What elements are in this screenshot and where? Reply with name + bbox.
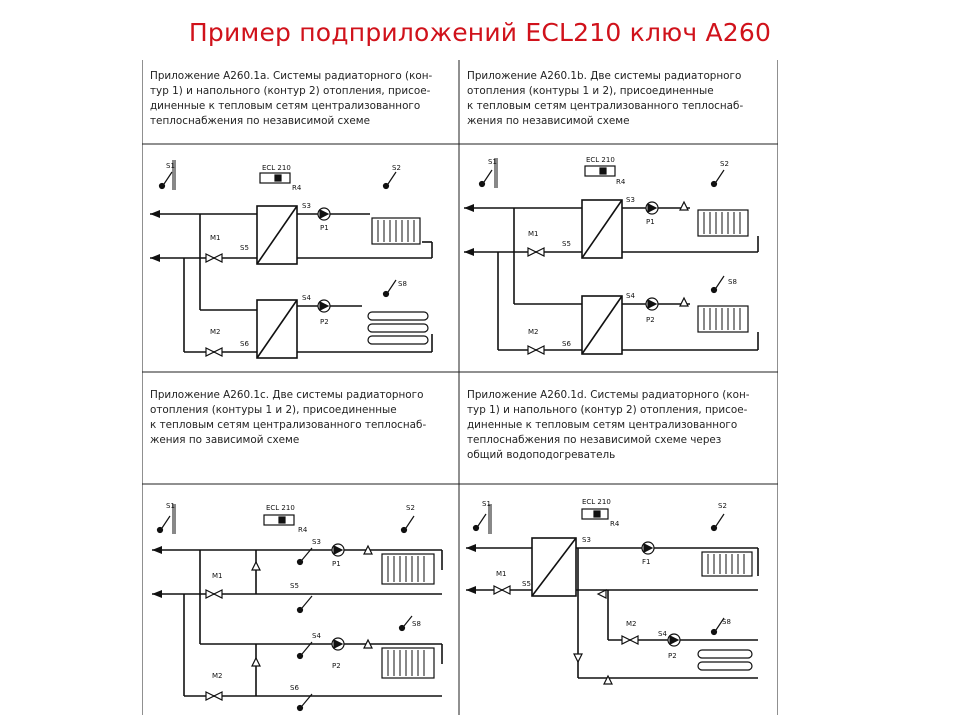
page-title: Пример подприложений ECL210 ключ А260 [188, 18, 772, 47]
label-s2: S2 [406, 504, 415, 512]
caption-line: тур 1) и напольного (контур 2) отопления… [150, 85, 431, 97]
caption-line: к тепловым сетям централизованного тепло… [467, 100, 744, 112]
caption-line: Приложение A260.1b. Две системы радиатор… [467, 70, 742, 82]
label-s3: S3 [582, 536, 591, 544]
scheme-a-equipment [158, 160, 429, 357]
label-r4: R4 [298, 526, 308, 534]
caption-b: Приложение A260.1b. Две системы радиатор… [467, 69, 743, 129]
label-m1: M1 [528, 230, 539, 238]
label-r4: R4 [292, 184, 302, 192]
label-s5: S5 [240, 244, 249, 252]
label-s2: S2 [718, 502, 727, 510]
label-ecl: ECL 210 [262, 164, 291, 172]
scheme-d-labels: S1 ECL 210 R4 S2 S3 F1 M1 S5 S8 M2 S4 P2 [482, 498, 731, 660]
label-r4: R4 [616, 178, 626, 186]
label-s1: S1 [482, 500, 491, 508]
label-f1: F1 [642, 558, 650, 566]
label-m1: M1 [210, 234, 221, 242]
label-s5: S5 [562, 240, 571, 248]
caption-line: теплоснабжения по независимой схеме [150, 115, 370, 127]
label-s4: S4 [658, 630, 667, 638]
grid-lines [142, 60, 778, 715]
label-ecl: ECL 210 [582, 498, 611, 506]
label-p1: P1 [646, 218, 655, 226]
label-s3: S3 [312, 538, 321, 546]
label-s6: S6 [240, 340, 249, 348]
label-s6: S6 [562, 340, 571, 348]
label-s4: S4 [626, 292, 635, 300]
label-s3: S3 [302, 202, 311, 210]
scheme-sheet: S1 ECL 210 R4 S2 S3 P1 M1 S5 S8 S4 P2 M2… [142, 60, 778, 715]
caption-line: жения по зависимой схеме [150, 434, 300, 446]
label-p2: P2 [332, 662, 341, 670]
diagram-canvas: S1 ECL 210 R4 S2 S3 P1 M1 S5 S8 S4 P2 M2… [142, 60, 778, 715]
scheme-a [150, 205, 433, 359]
caption-c: Приложение A260.1c. Две системы радиатор… [150, 388, 426, 448]
label-r4: R4 [610, 520, 620, 528]
label-s8: S8 [722, 618, 731, 626]
label-ecl: ECL 210 [586, 156, 615, 164]
caption-line: диненные к тепловым сетям централизованн… [467, 419, 738, 431]
label-s4: S4 [302, 294, 311, 302]
scheme-b-equipment [478, 158, 749, 355]
label-s5: S5 [290, 582, 299, 590]
label-m2: M2 [210, 328, 221, 336]
caption-line: отопления (контуры 1 и 2), присоединенны… [150, 404, 397, 416]
label-p1: P1 [332, 560, 341, 568]
scheme-d-equipment [472, 504, 753, 685]
caption-line: отопления (контуры 1 и 2), присоединенны… [467, 85, 714, 97]
label-m1: M1 [496, 570, 507, 578]
label-s6: S6 [290, 684, 299, 692]
label-m2: M2 [212, 672, 223, 680]
label-s8: S8 [412, 620, 421, 628]
label-p2: P2 [646, 316, 655, 324]
scheme-d [466, 537, 759, 679]
scheme-c-equipment [156, 504, 435, 712]
scheme-b-labels: S1 ECL 210 R4 S2 S3 P1 M1 S5 S8 S4 P2 M2… [488, 156, 737, 348]
label-ecl: ECL 210 [266, 504, 295, 512]
caption-d: Приложение A260.1d. Системы радиаторного… [467, 388, 750, 463]
label-p2: P2 [320, 318, 329, 326]
caption-line: теплоснабжения по независимой схеме чере… [467, 434, 722, 446]
label-s1: S1 [166, 162, 175, 170]
label-s3: S3 [626, 196, 635, 204]
caption-a: Приложение A260.1a. Системы радиаторного… [150, 69, 432, 129]
scheme-c [152, 546, 443, 697]
caption-line: Приложение A260.1a. Системы радиаторного… [150, 70, 433, 82]
caption-line: к тепловым сетям централизованного тепло… [150, 419, 427, 431]
caption-line: диненные к тепловым сетям централизованн… [150, 100, 421, 112]
scheme-a-labels: S1 ECL 210 R4 S2 S3 P1 M1 S5 S8 S4 P2 M2… [166, 162, 407, 348]
scheme-b [464, 199, 759, 355]
scheme-c-labels: S1 ECL 210 R4 S2 S3 P1 M1 S5 S8 S4 P2 M2… [166, 502, 421, 692]
caption-line: жения по независимой схеме [467, 115, 630, 127]
label-s1: S1 [166, 502, 175, 510]
caption-line: общий водоподогреватель [467, 449, 616, 461]
caption-line: Приложение A260.1c. Две системы радиатор… [150, 389, 424, 401]
label-m1: M1 [212, 572, 223, 580]
label-s8: S8 [398, 280, 407, 288]
label-s1: S1 [488, 158, 497, 166]
label-s2: S2 [720, 160, 729, 168]
label-m2: M2 [528, 328, 539, 336]
label-s4: S4 [312, 632, 321, 640]
label-s5: S5 [522, 580, 531, 588]
label-p1: P1 [320, 224, 329, 232]
label-s8: S8 [728, 278, 737, 286]
label-m2: M2 [626, 620, 637, 628]
label-p2: P2 [668, 652, 677, 660]
caption-line: Приложение A260.1d. Системы радиаторного… [467, 389, 750, 401]
label-s2: S2 [392, 164, 401, 172]
caption-line: тур 1) и напольного (контур 2) отопления… [467, 404, 748, 416]
